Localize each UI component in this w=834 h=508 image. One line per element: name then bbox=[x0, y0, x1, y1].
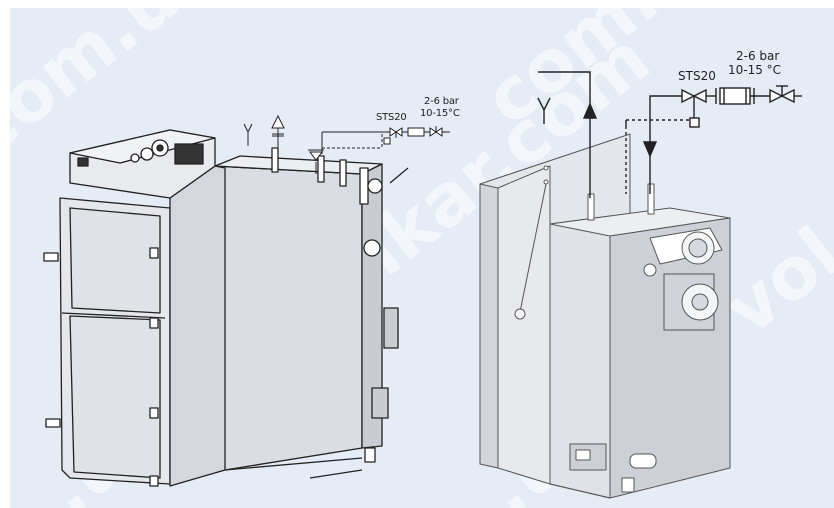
right-boiler bbox=[479, 133, 731, 499]
vent-icon bbox=[243, 123, 253, 146]
safety-valve-icon bbox=[271, 114, 285, 129]
vent-icon bbox=[537, 97, 551, 124]
right-temperature-label: 10-15 °C bbox=[728, 63, 781, 77]
boiler-installation-diagram: com.ua com.ua volkar.com vol .ua .ua bbox=[10, 8, 834, 508]
left-valve-label: STS20 bbox=[376, 112, 407, 123]
left-labels: STS20 2-6 bar 10-15°C bbox=[376, 96, 460, 123]
right-pressure-label: 2-6 bar bbox=[736, 49, 779, 63]
funnel-icon bbox=[309, 151, 323, 161]
left-temperature-label: 10-15°C bbox=[420, 108, 460, 119]
right-labels: STS20 2-6 bar 10-15 °C bbox=[678, 49, 781, 83]
diagram-canvas: com.ua com.ua volkar.com vol .ua .ua bbox=[10, 8, 834, 508]
filter-icon bbox=[407, 127, 425, 137]
right-valve-label: STS20 bbox=[678, 69, 716, 83]
left-boiler bbox=[43, 129, 409, 487]
right-schematic bbox=[537, 71, 802, 198]
left-schematic bbox=[243, 114, 450, 174]
left-pressure-label: 2-6 bar bbox=[424, 96, 460, 107]
